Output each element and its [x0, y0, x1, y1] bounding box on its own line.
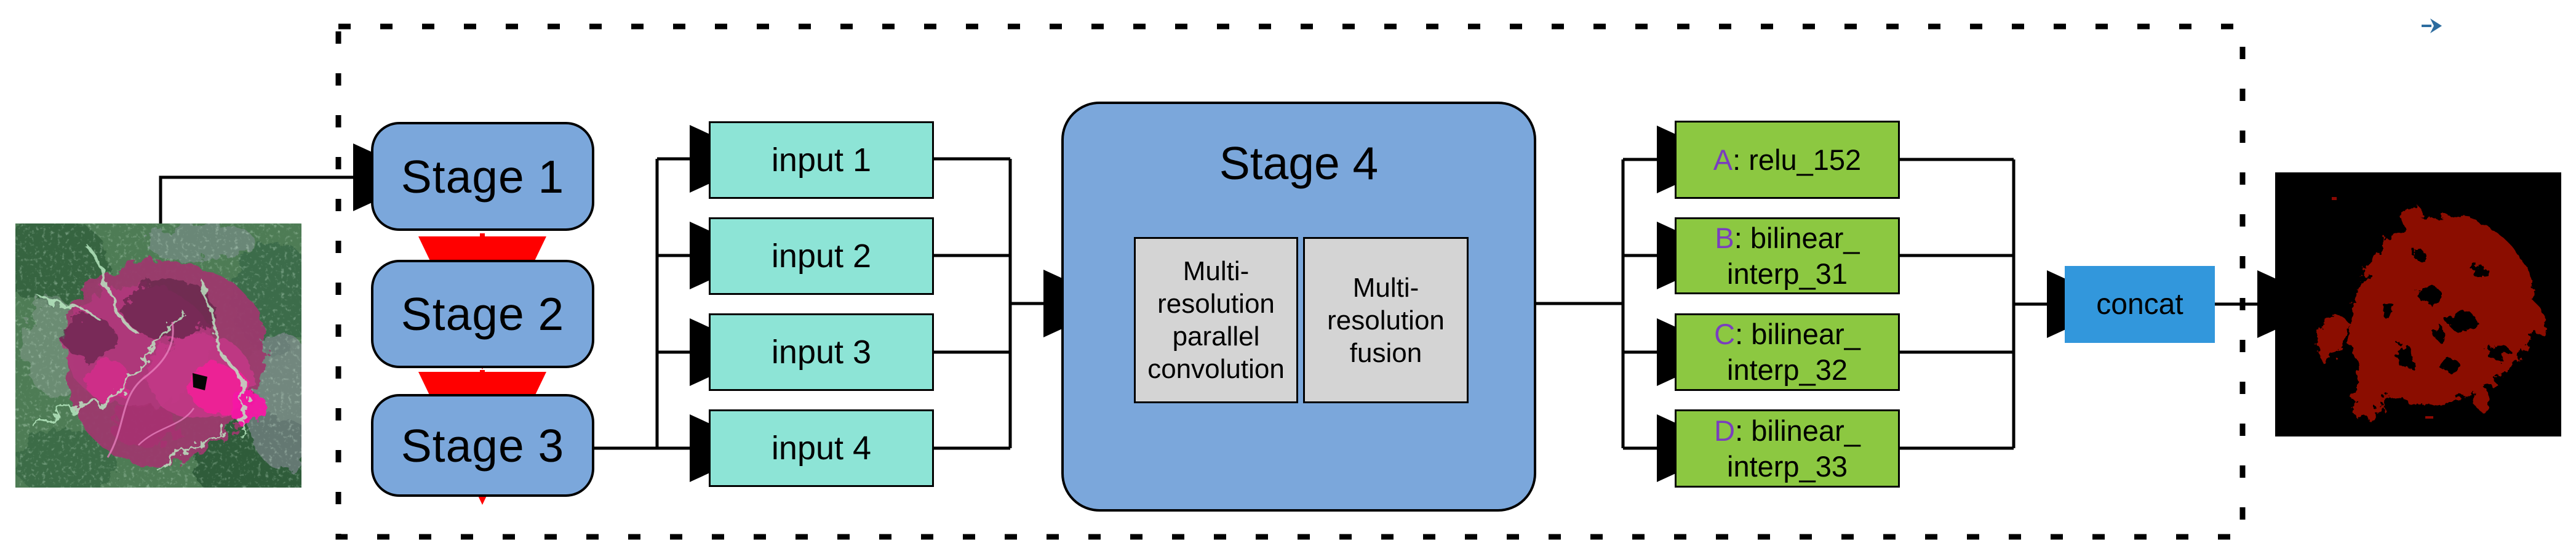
- input3-box: input 3: [709, 313, 934, 391]
- input4-box: input 4: [709, 409, 934, 487]
- input1-label: input 1: [771, 142, 872, 179]
- concat-box: concat: [2065, 266, 2215, 343]
- output-key-letter: A: [1713, 143, 1733, 176]
- stage3-label: Stage 3: [401, 419, 565, 472]
- module-text-line: fusion: [1349, 337, 1422, 368]
- module-text-line: convolution: [1147, 354, 1285, 384]
- module-text-line: resolution: [1327, 305, 1445, 336]
- output-b-box: B: bilinear_ interp_31: [1675, 217, 1900, 294]
- multi-resolution-parallel-convolution-box: Multi- resolution parallel convolution: [1134, 237, 1298, 403]
- stage2-label: Stage 2: [401, 288, 565, 340]
- input-satellite-image: [15, 223, 301, 488]
- mask-speck: [2332, 197, 2337, 200]
- mask-speck: [2425, 416, 2433, 419]
- stage2-box: Stage 2: [371, 260, 594, 368]
- output-c-label: C: bilinear_: [1714, 318, 1860, 350]
- output-key-letter: B: [1715, 221, 1734, 254]
- black-spot: [193, 373, 207, 390]
- multi-resolution-fusion-box: Multi- resolution fusion: [1303, 237, 1469, 403]
- flow-lines: [159, 125, 2331, 482]
- concat-label: concat: [2096, 288, 2183, 321]
- output-a-label: A: relu_152: [1713, 143, 1862, 176]
- stage3-box: Stage 3: [371, 394, 594, 497]
- output-b-label: B: bilinear_: [1715, 221, 1860, 254]
- output-key-letter: C: [1714, 318, 1736, 350]
- input2-label: input 2: [771, 238, 872, 275]
- output-segmentation-mask: [2275, 172, 2561, 436]
- input3-label: input 3: [771, 334, 872, 371]
- output-d-label: D: bilinear_: [1714, 414, 1860, 447]
- module-text-line: Multi-: [1352, 272, 1419, 303]
- output-key-letter: D: [1714, 414, 1736, 447]
- input1-box: input 1: [709, 121, 934, 199]
- stage1-label: Stage 1: [401, 150, 565, 203]
- module-text-line: Multi-: [1182, 256, 1250, 286]
- input2-box: input 2: [709, 217, 934, 295]
- output-c-box: C: bilinear_ interp_32: [1675, 313, 1900, 391]
- input4-label: input 4: [771, 430, 872, 467]
- module-text-line: resolution: [1157, 289, 1275, 319]
- output-a-box: A: relu_152: [1675, 121, 1900, 199]
- module-text-line: parallel: [1172, 321, 1260, 352]
- stage1-box: Stage 1: [371, 122, 594, 231]
- arrow-right-icon: [2422, 18, 2442, 33]
- output-d-box: D: bilinear_ interp_33: [1675, 409, 1900, 488]
- arrow-image-to-stage1: [159, 143, 427, 223]
- stage4-title: Stage 4: [1219, 137, 1379, 189]
